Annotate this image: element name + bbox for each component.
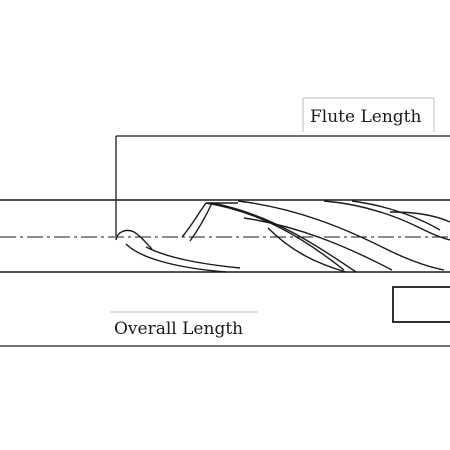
flute-land-front-inner	[189, 202, 213, 242]
flute-helix-4	[243, 217, 393, 271]
shank-box	[392, 286, 450, 323]
flute-length-label: Flute Length	[310, 107, 421, 127]
flute-helix-7	[389, 211, 450, 223]
drill-tip	[115, 229, 241, 273]
flute-helix-back	[267, 227, 347, 273]
drill-body	[0, 199, 450, 273]
label-guides	[110, 97, 435, 313]
overall-length-label: Overall Length	[114, 319, 243, 339]
tip-lip-upper	[145, 246, 241, 269]
flutes	[181, 200, 450, 273]
flute-helix-3	[237, 200, 445, 271]
flute-helix-2	[211, 202, 357, 273]
tip-chisel-edge	[115, 229, 153, 250]
flute-land-front	[181, 202, 207, 238]
dimension-lines	[0, 135, 450, 347]
flute-helix-5	[323, 200, 450, 241]
flute-helix-1	[205, 202, 345, 271]
tip-lip-lower	[125, 243, 227, 273]
